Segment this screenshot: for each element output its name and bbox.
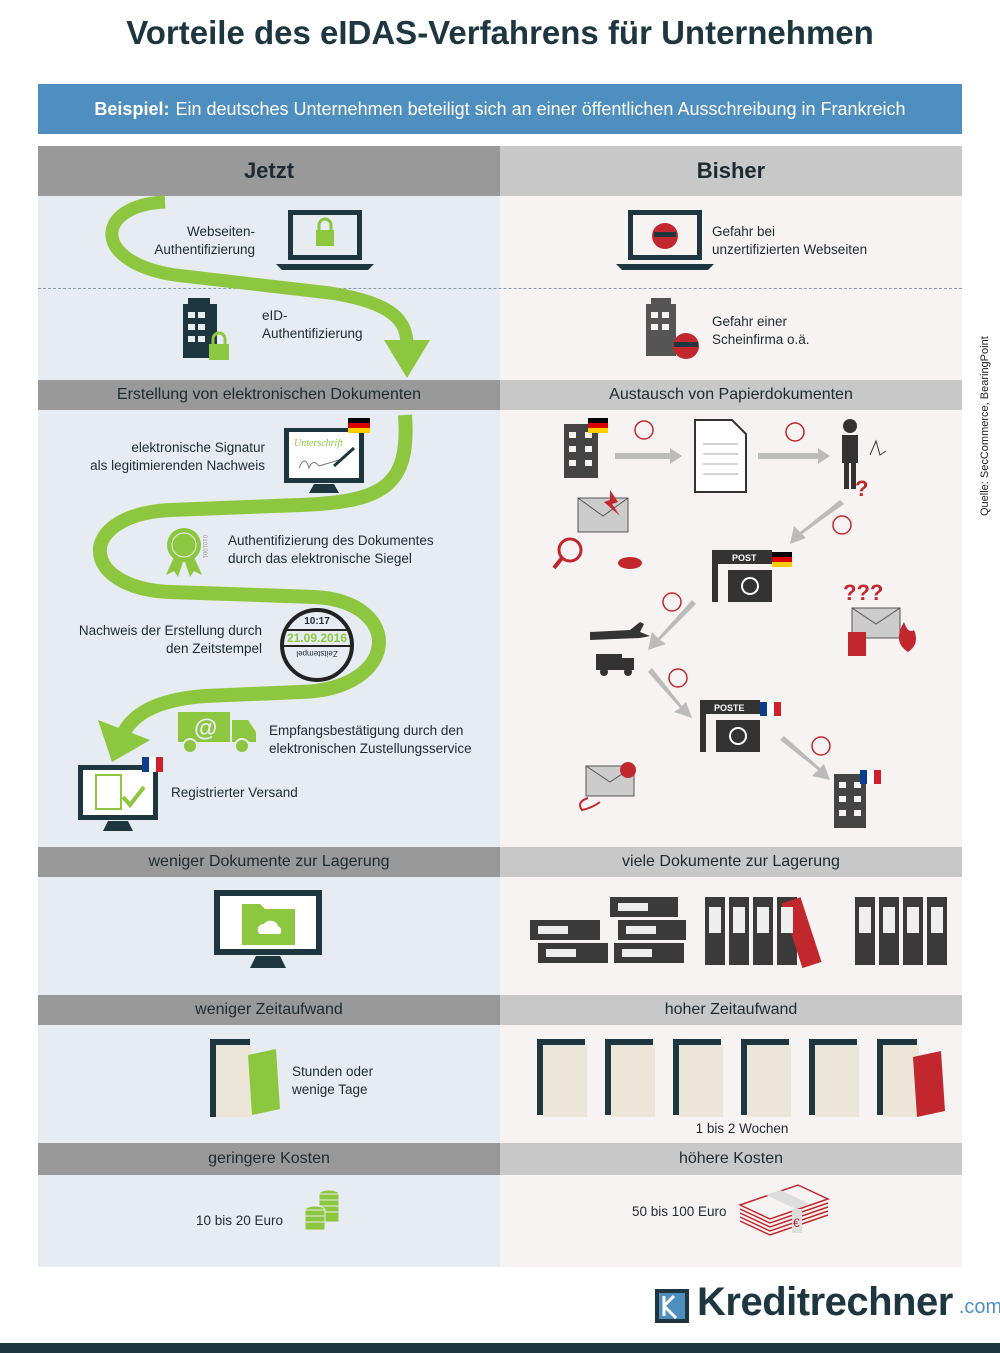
building-lock-icon — [183, 298, 229, 360]
section-header-left-2: Erstellung von elektronischen Dokumenten — [38, 380, 500, 410]
banner-label: Beispiel: — [94, 98, 170, 119]
panel-left-5 — [38, 1175, 500, 1267]
building-de-icon — [564, 418, 608, 478]
unknown-label: ??? — [843, 580, 883, 605]
column-header-bisher: Bisher — [500, 146, 962, 196]
document-icon — [694, 419, 747, 493]
example-banner: Beispiel:Ein deutsches Unternehmen betei… — [38, 84, 962, 134]
kr-logo-icon — [655, 1289, 689, 1323]
monitor-registered-icon — [78, 757, 163, 831]
dashed-divider — [38, 288, 962, 289]
kreditrechner-logo: Kreditrechner.com — [655, 1280, 1000, 1325]
panel-right-5 — [500, 1175, 962, 1267]
banner-text: Ein deutsches Unternehmen beteiligt sich… — [175, 98, 906, 119]
section-header-right-3: viele Dokumente zur Lagerung — [500, 847, 962, 877]
footer-bar — [0, 1343, 1000, 1353]
column-header-jetzt: Jetzt — [38, 146, 500, 196]
section-header-right-4: hoher Zeitaufwand — [500, 995, 962, 1025]
section-header-left-3: weniger Dokumente zur Lagerung — [38, 847, 500, 877]
monitor-folder-cloud-icon — [214, 890, 322, 968]
logo-name: Kreditrechner — [697, 1280, 953, 1324]
post-office-fr-icon: POSTE — [700, 700, 781, 752]
post-de-label: POST — [732, 553, 757, 563]
money-stack-icon: € — [738, 1184, 830, 1236]
laptop-lock-icon — [276, 210, 374, 270]
stamp-time: 10:17 — [304, 616, 330, 627]
cost-left-text: 10 bis 20 Euro — [196, 1213, 284, 1228]
logo-tld: .com — [958, 1296, 1000, 1318]
books-row-icon — [537, 1039, 945, 1117]
monitor-signature-icon: Unterschrift — [284, 418, 370, 493]
svg-text:0101001: 0101001 — [201, 535, 207, 559]
section-header-right-5: höhere Kosten — [500, 1143, 962, 1175]
timestamp-stamp-icon: 10:17 21.09.2016 Zeitstempel — [280, 608, 354, 682]
binders-stack-icon — [530, 897, 947, 969]
seal-icon: 0101001 — [166, 528, 207, 577]
building-fr-icon — [834, 770, 881, 828]
laptop-hacker-icon — [616, 210, 714, 270]
book-green-icon — [210, 1039, 280, 1117]
cost-right-text: 50 bis 100 Euro — [632, 1204, 727, 1219]
svg-text:€: € — [793, 1216, 800, 1230]
page-title: Vorteile des eIDAS-Verfahrens für Untern… — [126, 14, 874, 51]
web-auth-text: Webseiten-Authentifizierung — [154, 224, 255, 257]
email-truck-icon: @ — [178, 712, 256, 754]
stamp-label: Zeitstempel — [296, 649, 338, 658]
signature-screen-label: Unterschrift — [294, 438, 343, 449]
post-fr-label: POSTE — [714, 703, 745, 713]
envelope-hacked-icon — [552, 490, 642, 570]
svg-text:@: @ — [194, 715, 217, 742]
time-right-text: 1 bis 2 Wochen — [695, 1121, 789, 1136]
section-header-right-2: Austausch von Papierdokumenten — [500, 380, 962, 410]
building-hacker-icon — [646, 298, 699, 359]
envelope-danger-icon — [579, 762, 636, 812]
lost-mail-icon: ??? — [843, 580, 916, 656]
paper-process-illustration: ? POST ??? POSTE — [552, 418, 916, 828]
stamp-date: 21.09.2016 — [284, 629, 350, 647]
eid-auth-text: eID-Authentifizierung — [262, 308, 363, 341]
post-office-de-icon: POST — [712, 550, 792, 602]
plane-truck-icon — [590, 622, 650, 676]
section-header-left-5: geringere Kosten — [38, 1143, 500, 1175]
section-header-left-4: weniger Zeitaufwand — [38, 995, 500, 1025]
svg-text:?: ? — [855, 476, 868, 501]
coins-icon — [304, 1189, 340, 1231]
person-signing-icon: ? — [842, 419, 887, 501]
source-credit: Quelle: SecCommerce, BearingPoint — [979, 336, 991, 516]
registered-text: Registrierter Versand — [171, 785, 298, 800]
